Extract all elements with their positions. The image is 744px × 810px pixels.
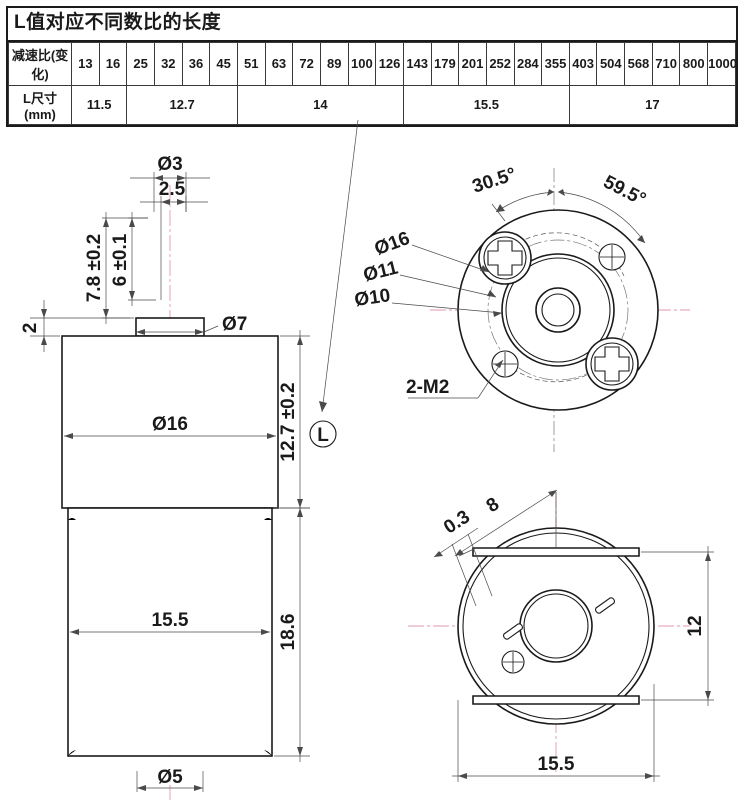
ratio-cell: 72 xyxy=(292,41,321,86)
dim-boss-height: 2 xyxy=(20,300,134,352)
ratio-cell: 800 xyxy=(679,41,709,86)
dim-motor-dia: 15.5 xyxy=(70,610,270,635)
dim-boss-dia: Ø7 xyxy=(136,314,247,335)
rear-view-screw xyxy=(501,650,525,674)
ratio-cell: 89 xyxy=(319,41,349,86)
dim-rear-boss-dia: Ø5 xyxy=(136,767,204,792)
m2-hole-lower-left xyxy=(491,350,519,378)
dim-label-hub-dia: Ø10 xyxy=(353,285,391,311)
dim-label-bolt-circle-dia: Ø11 xyxy=(361,257,400,286)
dim-shaft-dia: Ø3 xyxy=(130,154,210,212)
gearbox-body xyxy=(61,335,279,509)
dim-motor-length: 18.6 xyxy=(274,502,310,762)
screw-lower-right xyxy=(585,337,639,391)
dim-label-shaft-length-upper: 6 ±0.1 xyxy=(110,233,131,286)
spec-table-title: L值对应不同数比的长度 xyxy=(8,8,736,42)
l-balloon-label: L xyxy=(317,425,329,446)
row-label-length: L尺寸(mm) xyxy=(8,84,72,125)
dim-label-shaft-dia: Ø3 xyxy=(157,154,182,175)
row-label-ratio: 减速比(变化) xyxy=(8,41,72,86)
front-view: Ø3 2.5 7.8 ±0.2 6 ±0.1 xyxy=(20,154,337,800)
length-cell: 17 xyxy=(568,84,737,125)
ratio-cell: 126 xyxy=(375,41,404,86)
end-view-bore-inner xyxy=(541,293,575,327)
shaft-boss xyxy=(135,317,205,337)
length-cell: 15.5 xyxy=(402,84,570,125)
length-cell: 11.5 xyxy=(70,84,128,125)
rear-boss xyxy=(137,757,203,771)
dim-label-motor-dia: 15.5 xyxy=(152,610,189,631)
dim-label-boss-dia: Ø7 xyxy=(222,314,247,335)
rear-view-bore-inner xyxy=(523,593,589,659)
note-label-2-m2: 2-M2 xyxy=(406,377,449,398)
dim-hub-dia: Ø10 xyxy=(353,285,503,317)
dim-label-angle-left: 30.5° xyxy=(470,164,519,198)
ratio-cell: 143 xyxy=(402,41,432,86)
end-view: 30.5° 59.5° Ø16 Ø11 Ø10 xyxy=(353,164,690,452)
rear-view-slots xyxy=(503,597,615,640)
dim-label-shaft-length-total: 7.8 ±0.2 xyxy=(84,234,105,303)
screw-upper-left xyxy=(478,231,532,285)
dim-label-gearbox-length: 12.7 ±0.2 xyxy=(278,382,299,461)
ratio-cell: 100 xyxy=(347,41,377,86)
ratio-cell: 16 xyxy=(98,41,128,86)
dim-label-rear-boss-dia: Ø5 xyxy=(157,767,183,788)
note-2-m2: 2-M2 xyxy=(406,359,504,399)
dim-label-rear-width: 15.5 xyxy=(538,754,575,775)
l-callout-leader xyxy=(319,119,359,413)
dim-shaft-flat: 2.5 xyxy=(140,179,208,300)
ratio-cell: 179 xyxy=(430,41,460,86)
dim-label-flat-width: 8 xyxy=(483,494,503,517)
ratio-cell: 355 xyxy=(541,41,570,86)
length-cell: 12.7 xyxy=(126,84,238,125)
dim-label-end-outer-dia: Ø16 xyxy=(372,228,413,260)
rear-view: 8 0.3 12 15.5 xyxy=(408,489,714,782)
ratio-cell: 504 xyxy=(596,41,626,86)
ratio-cell: 51 xyxy=(236,41,266,86)
ratio-cell: 63 xyxy=(264,41,294,86)
ratio-cell: 284 xyxy=(513,41,543,86)
dim-gearbox-dia: Ø16 xyxy=(64,414,276,439)
l-balloon: L xyxy=(309,420,337,448)
dim-label-boss-height: 2 xyxy=(20,323,41,334)
rear-view-bore-outer xyxy=(519,589,593,663)
m2-hole-upper-right xyxy=(598,243,626,271)
dim-label-angle-right: 59.5° xyxy=(600,172,649,211)
dim-label-step: 0.3 xyxy=(440,506,474,538)
dim-label-motor-length: 18.6 xyxy=(278,614,299,651)
ratio-cell: 201 xyxy=(458,41,487,86)
dim-gearbox-length: 12.7 ±0.2 xyxy=(278,330,310,514)
dim-label-gearbox-dia: Ø16 xyxy=(152,414,188,435)
dim-label-rear-height: 12 xyxy=(685,615,706,636)
rear-view-flats xyxy=(472,547,640,705)
dim-rear-width: 15.5 xyxy=(452,684,660,782)
dim-label-shaft-flat: 2.5 xyxy=(159,179,186,200)
length-cell: 14 xyxy=(236,84,404,125)
dim-shaft-length-upper: 6 ±0.1 xyxy=(110,212,156,306)
end-view-bolt-circle xyxy=(487,239,629,381)
terminal-tabs xyxy=(102,757,221,787)
ratio-cell: 1000 xyxy=(707,41,737,86)
dim-rear-height: 12 xyxy=(641,546,714,706)
